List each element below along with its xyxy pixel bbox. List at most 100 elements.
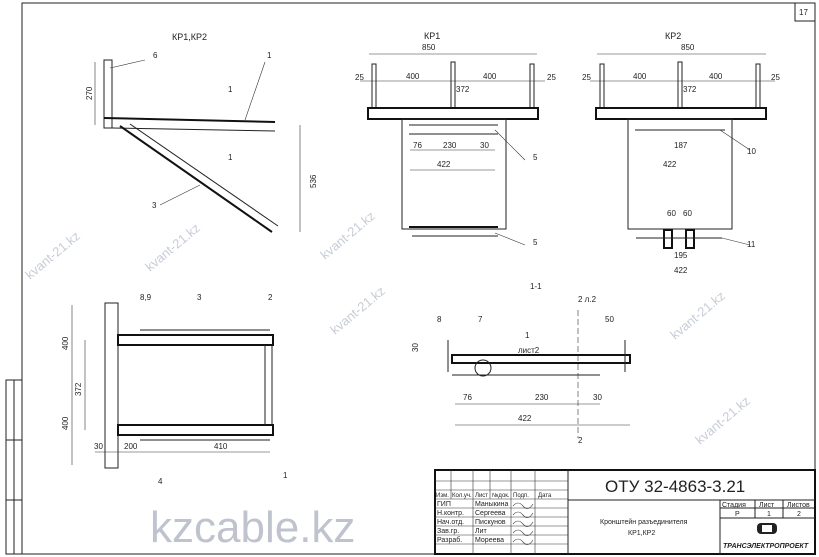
dim: 400 xyxy=(61,416,70,430)
callout-6: 6 xyxy=(153,51,158,60)
callout-sheet: лист2 xyxy=(518,346,540,355)
dim: 372 xyxy=(456,85,470,94)
callout-2: 2 xyxy=(268,293,273,302)
role: ГИП xyxy=(437,501,451,508)
dim: 30 xyxy=(411,343,420,352)
callout-10: 10 xyxy=(747,147,756,156)
role: Зав.гр. xyxy=(437,528,459,535)
dim: 400 xyxy=(483,72,497,81)
side-view: КР1,КР2 6 1 3 270 536 1 1 xyxy=(85,32,318,233)
sheets-label: Листов xyxy=(787,502,810,509)
dim: 372 xyxy=(74,382,83,396)
plan-view: 8,9 3 2 4 1 400 372 400 30 200 410 xyxy=(61,293,288,486)
th: Кол.уч. xyxy=(452,493,472,499)
dim: 50 xyxy=(605,315,614,324)
role: Разраб. xyxy=(437,536,462,544)
watermark: kvant-21.kz xyxy=(142,220,203,274)
dim: 195 xyxy=(674,251,688,260)
callout-5: 5 xyxy=(533,153,538,162)
dim: 25 xyxy=(355,73,364,82)
document-title: Кронштейн разъединителя xyxy=(600,518,688,526)
th: Подп. xyxy=(513,493,529,499)
dim-270: 270 xyxy=(85,86,94,100)
dim: 60 xyxy=(667,209,676,218)
th: Изм. xyxy=(436,493,449,499)
sheet-value: 1 xyxy=(767,511,771,518)
dim: 422 xyxy=(674,266,688,275)
kr1-view: КР1 850 25 400 400 25 372 76 230 30 422 … xyxy=(355,31,556,247)
role: Нач.отд. xyxy=(437,519,464,526)
dim: 60 xyxy=(683,209,692,218)
kr2-title: КР2 xyxy=(665,31,681,41)
role: Н.контр. xyxy=(437,510,464,517)
drawing-frame xyxy=(21,2,816,555)
dim: 400 xyxy=(709,72,723,81)
dim: 400 xyxy=(633,72,647,81)
dim-850: 850 xyxy=(681,43,695,52)
sheet-label: Лист xyxy=(759,502,775,509)
dim: 76 xyxy=(463,393,472,402)
callout-4: 4 xyxy=(158,477,163,486)
sheets-value: 2 xyxy=(797,511,801,518)
dim: 25 xyxy=(582,73,591,82)
dim: 230 xyxy=(443,141,457,150)
stage-label: Стадия xyxy=(722,502,746,509)
dim: 410 xyxy=(214,442,228,451)
title-block: Изм. Кол.уч. Лист №док. Подп. Дата ГИП М… xyxy=(434,469,816,555)
signer-name: Мореева xyxy=(475,537,504,544)
th: №док. xyxy=(492,492,510,499)
dim: 30 xyxy=(593,393,602,402)
document-code: ОТУ 32-4863-3.21 xyxy=(605,477,745,496)
left-margin-strips xyxy=(5,379,23,555)
dim: 30 xyxy=(94,442,103,451)
dim-536: 536 xyxy=(309,174,318,188)
callout-7: 7 xyxy=(478,315,483,324)
dim: 422 xyxy=(663,160,677,169)
dim: 400 xyxy=(406,72,420,81)
kr2-view: КР2 850 25 400 400 25 372 187 422 60 60 … xyxy=(582,31,780,275)
dim: 372 xyxy=(683,85,697,94)
th: Лист xyxy=(475,493,488,499)
kr1-title: КР1 xyxy=(424,31,440,41)
callout-1: 1 xyxy=(283,471,288,480)
dim: 25 xyxy=(771,73,780,82)
signer-name: Маныкина xyxy=(475,501,509,508)
callout-1: 1 xyxy=(267,51,272,60)
section-title: 1-1 xyxy=(530,282,542,291)
sheet-number: 17 xyxy=(799,8,808,17)
signer-name: Лит xyxy=(475,528,488,535)
callout-1: 1 xyxy=(525,331,530,340)
section-mark: 1 xyxy=(228,85,233,94)
section-ref: 2 л.2 xyxy=(578,295,597,304)
side-view-title: КР1,КР2 xyxy=(172,32,207,42)
stage-value: Р xyxy=(735,511,740,518)
section-1-1-view: 1-1 2 л.2 8 7 1 лист2 2 50 30 76 230 30 … xyxy=(411,282,631,445)
callout-2: 2 xyxy=(578,436,583,445)
signer-name: Сергеева xyxy=(475,510,506,517)
dim: 187 xyxy=(674,141,688,150)
callout-11: 11 xyxy=(747,240,756,249)
company-logo-icon xyxy=(757,523,777,534)
callout-3: 3 xyxy=(152,201,157,210)
watermark: kvant-21.kz xyxy=(667,288,728,342)
document-subtitle: КР1,КР2 xyxy=(628,530,655,537)
signer-name: Пискунов xyxy=(475,519,506,526)
watermark: kvant-21.kz xyxy=(22,228,83,282)
dim-850: 850 xyxy=(422,43,436,52)
callout-5: 5 xyxy=(533,238,538,247)
callout-3: 3 xyxy=(197,293,202,302)
dim: 422 xyxy=(518,414,532,423)
signatures xyxy=(512,502,534,545)
dim: 200 xyxy=(124,442,138,451)
dim: 76 xyxy=(413,141,422,150)
watermark: kvant-21.kz xyxy=(327,283,388,337)
watermark: kvant-21.kz xyxy=(692,393,753,447)
th: Дата xyxy=(538,493,552,499)
watermark: kvant-21.kz xyxy=(317,208,378,262)
watermark-large: kzcable.kz xyxy=(150,503,355,552)
dim: 30 xyxy=(480,141,489,150)
dim: 400 xyxy=(61,336,70,350)
callout-8-9: 8,9 xyxy=(140,293,152,302)
